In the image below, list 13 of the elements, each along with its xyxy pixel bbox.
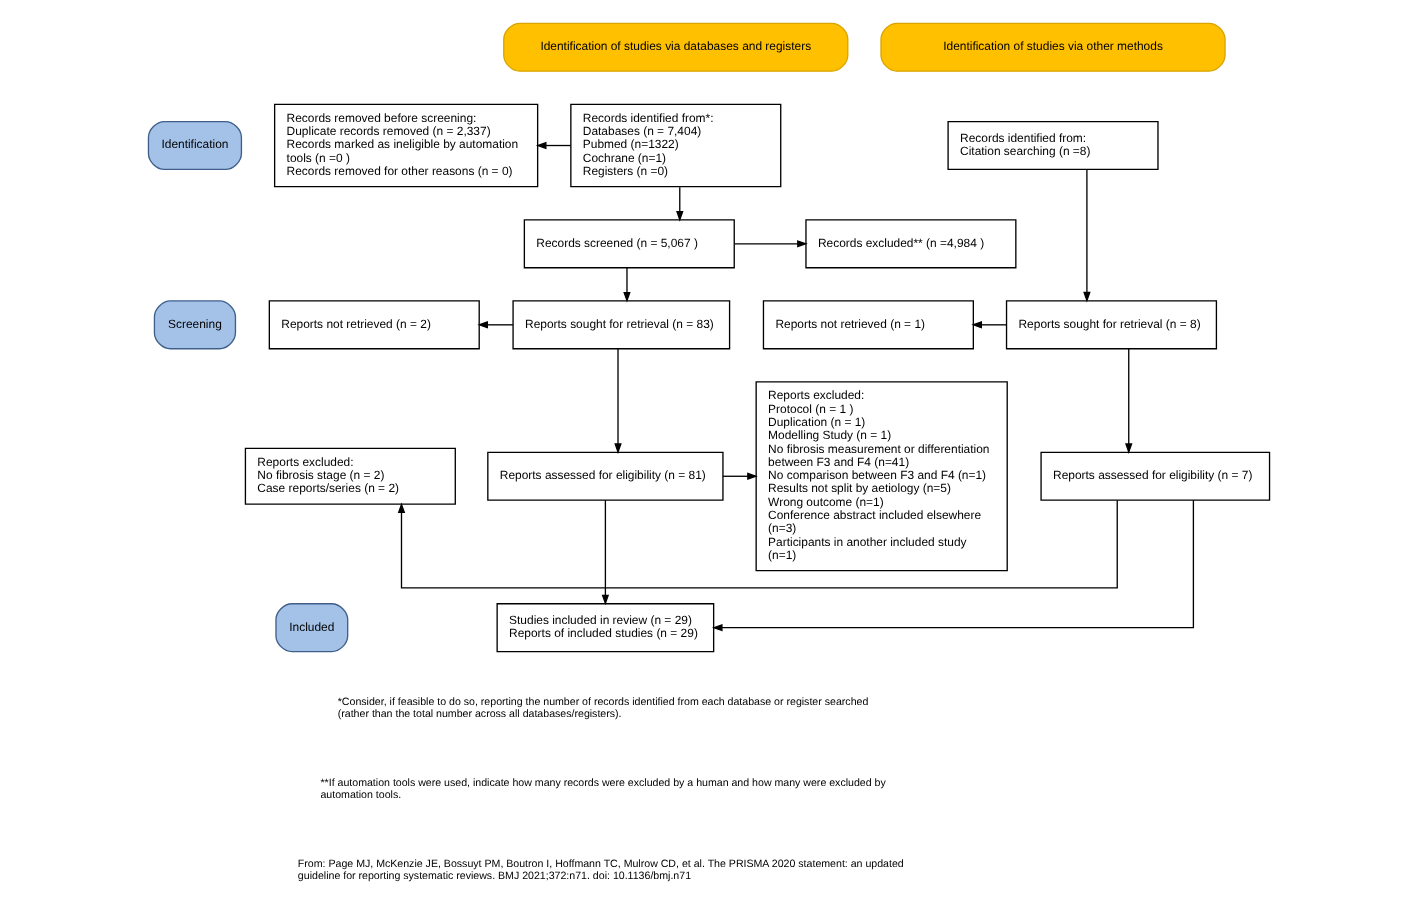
arrow xyxy=(477,320,514,328)
arrow xyxy=(733,239,808,247)
arrow xyxy=(614,347,622,453)
arrow xyxy=(623,266,631,302)
arrow xyxy=(601,498,610,605)
arrow xyxy=(397,498,1118,588)
arrow xyxy=(971,320,1007,328)
arrow xyxy=(1083,168,1091,302)
arrow xyxy=(676,185,684,221)
arrow xyxy=(711,498,1195,631)
arrow xyxy=(1125,347,1133,453)
arrow xyxy=(535,140,572,149)
arrow xyxy=(722,471,758,479)
